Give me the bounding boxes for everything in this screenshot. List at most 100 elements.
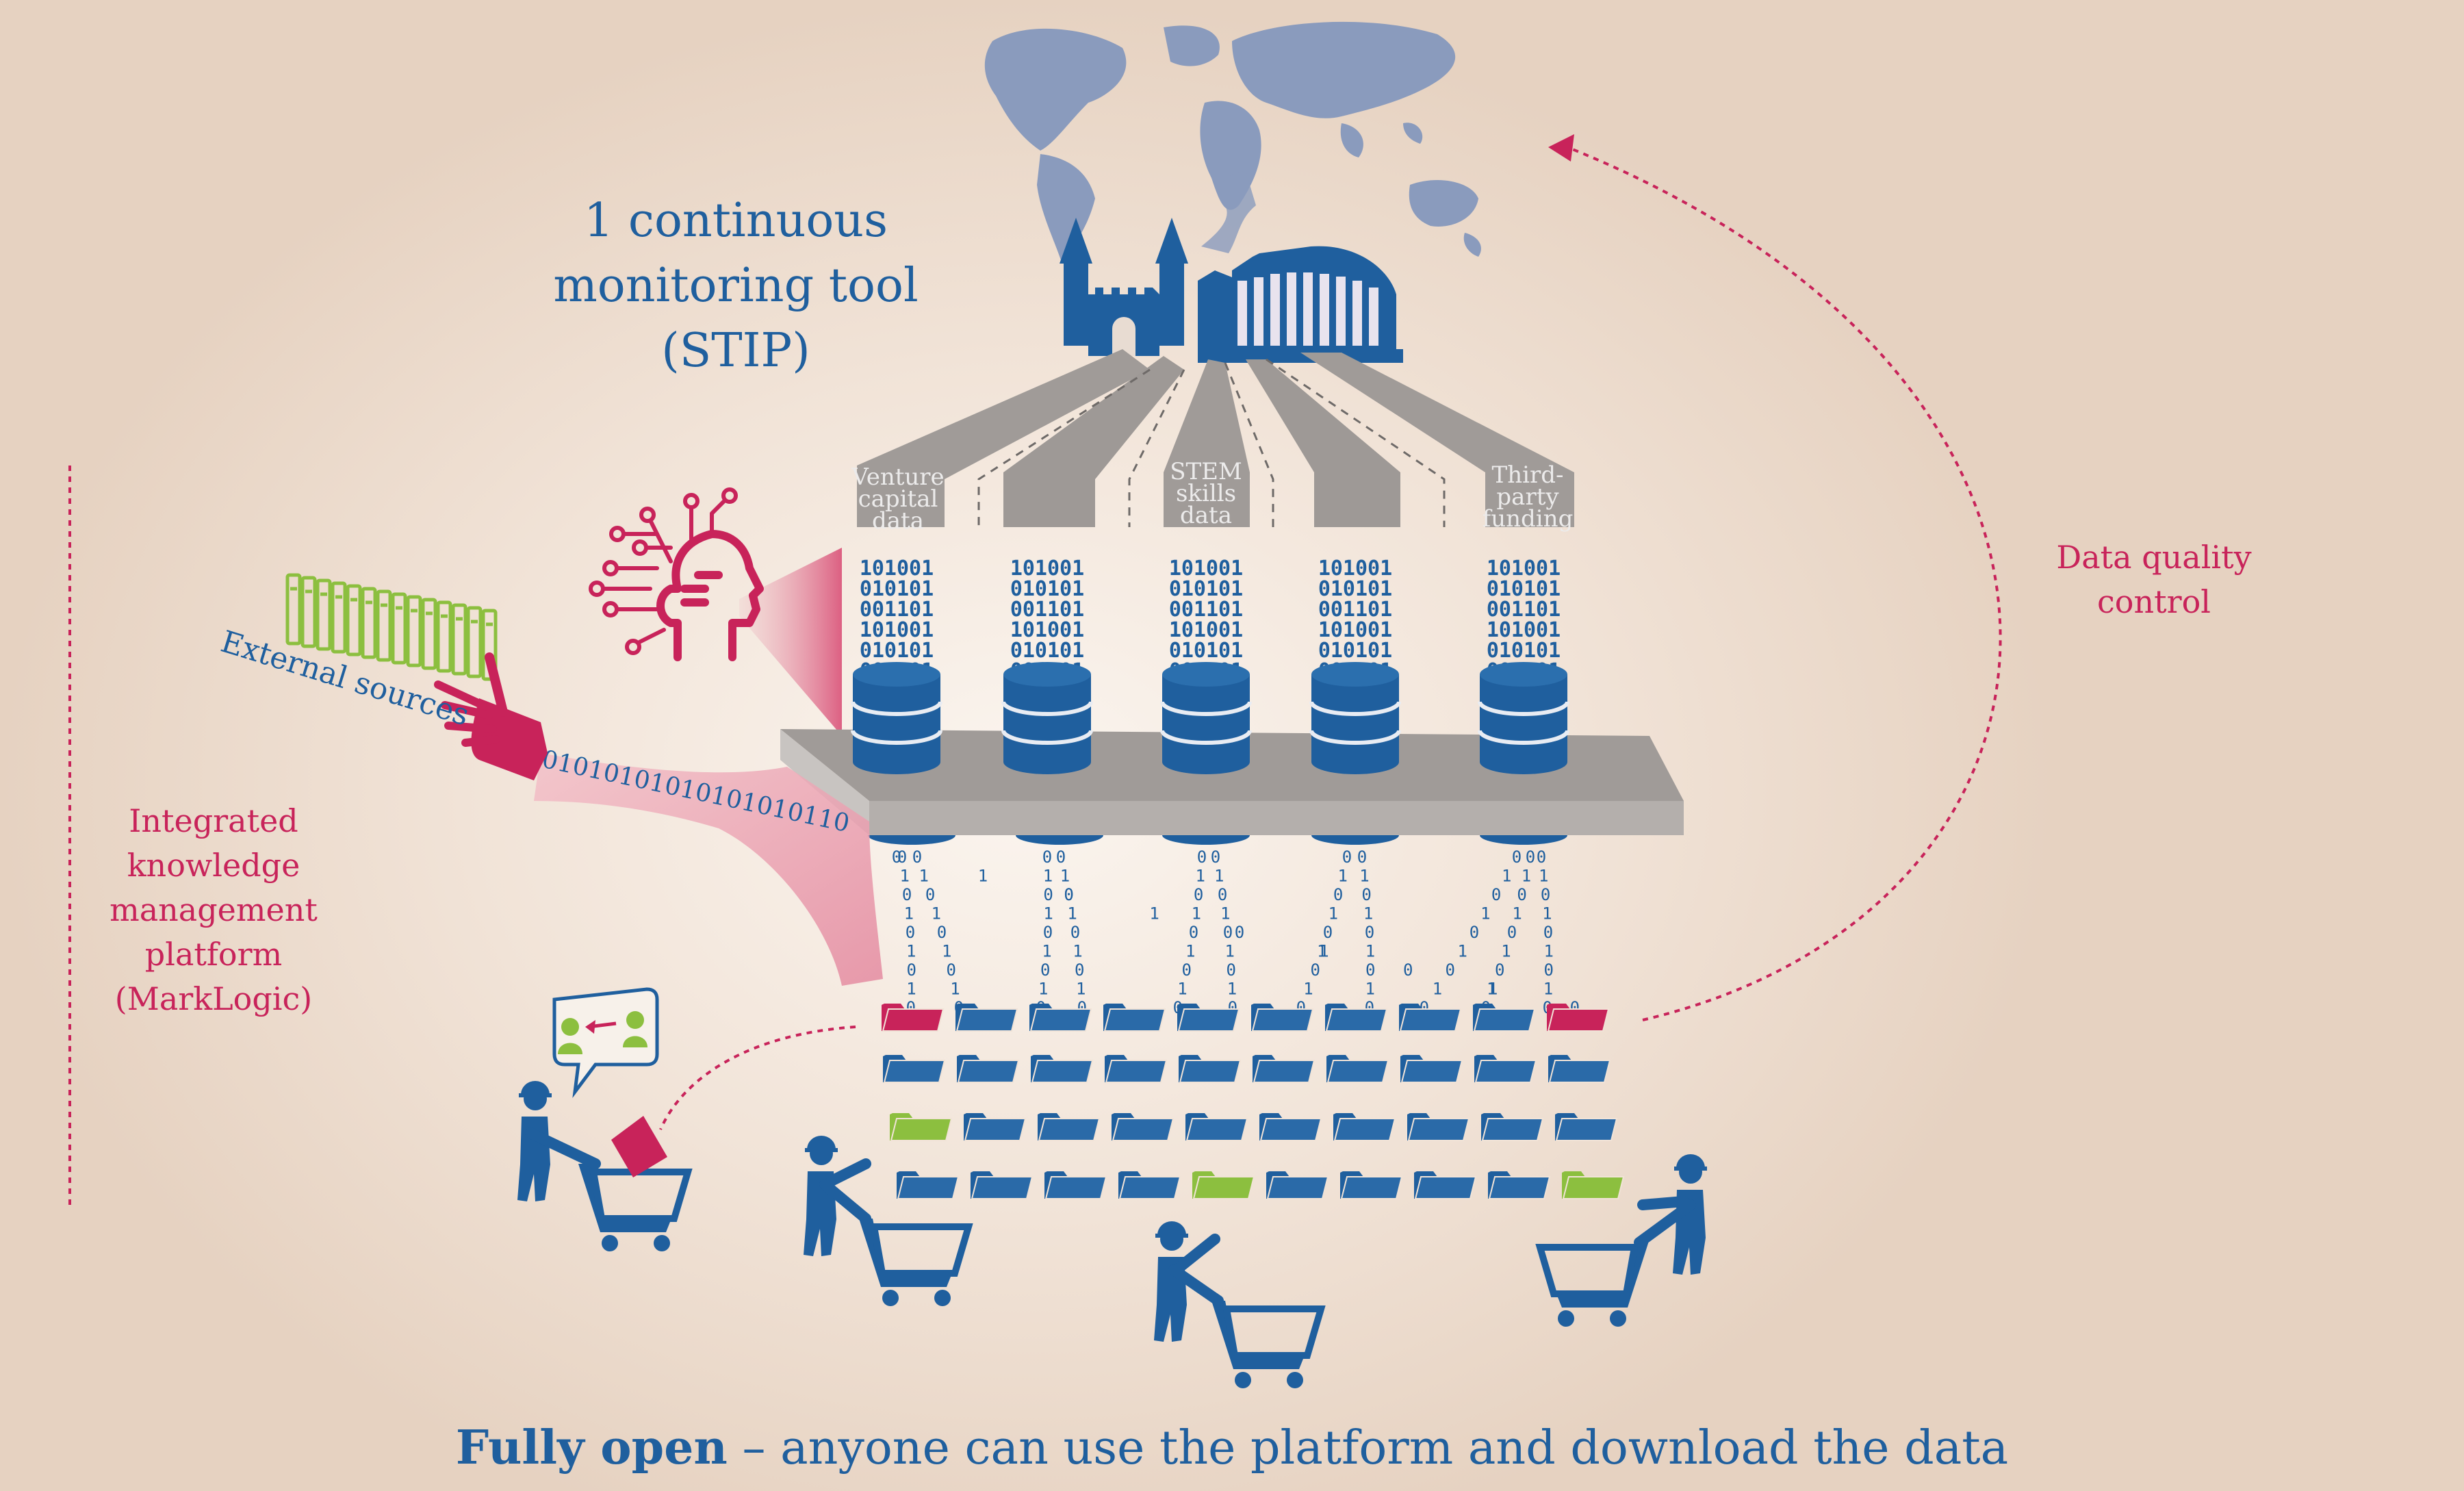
folder-icon (1325, 1004, 1388, 1032)
stream-digit: 1 (899, 867, 909, 886)
folder-icon (1548, 1055, 1611, 1083)
stream-digit: 1 (1192, 904, 1201, 923)
stream-digit: 0 (1361, 885, 1371, 904)
stream-digit: 0 (946, 960, 955, 980)
stream-digit: 0 (1042, 848, 1052, 867)
folder-icon (1031, 1055, 1094, 1083)
stream-digit: 1 (932, 904, 941, 923)
platform-line: management (110, 891, 318, 928)
folder-icon (955, 1004, 1018, 1032)
stream-digit: 0 (1357, 848, 1367, 867)
stream-digit: 1 (1359, 867, 1369, 886)
binary-line: 010101 (860, 639, 934, 663)
stream-digit: 0 (1043, 923, 1053, 942)
platform-line: knowledge (127, 847, 300, 884)
stream-digit: 0 (1226, 960, 1235, 980)
books-icon (285, 573, 498, 681)
stream-digit: 1 (1543, 942, 1553, 961)
platform-line: platform (145, 936, 282, 973)
folder-icon (1103, 1004, 1166, 1032)
stream-digit: 0 (937, 923, 947, 942)
source-label: data (1180, 502, 1232, 529)
database-icon (1480, 662, 1567, 774)
folder-icon (1326, 1055, 1389, 1083)
stream-digit: 1 (1501, 942, 1511, 961)
folder-icon (1473, 1004, 1536, 1032)
stream-digit: 0 (1470, 923, 1479, 942)
folder-icon (1118, 1171, 1181, 1199)
stream-digit: 0 (1070, 923, 1080, 942)
stream-digit: 1 (919, 867, 928, 886)
worker-with-cart-icon (1154, 1221, 1321, 1388)
world-map-icon (984, 21, 1481, 260)
source-label: Venture (851, 463, 944, 491)
book-icon (421, 598, 437, 670)
folder-icon (1253, 1055, 1316, 1083)
stream-digit: 1 (1067, 904, 1077, 923)
stream-digit: 0 (1323, 923, 1333, 942)
stream-digit: 0 (1194, 885, 1203, 904)
stream-digit: 1 (1337, 867, 1347, 886)
binary-line: 001101 (860, 598, 934, 622)
binary-line: 010101 (1318, 639, 1392, 663)
stream-digit: 0 (1064, 885, 1073, 904)
folder-icon (1192, 1171, 1255, 1199)
stream-digit: 1 (1317, 942, 1326, 961)
binary-line: 101001 (1010, 618, 1084, 642)
folder-icon (1251, 1004, 1314, 1032)
data-streams: 0101010100101010100101010100101010100101… (892, 848, 1580, 1017)
book-icon (406, 595, 422, 667)
binary-line: 101001 (1169, 618, 1243, 642)
title: 1 continuous monitoring tool (STIP) (553, 194, 918, 378)
stream-digit: 1 (1457, 942, 1467, 961)
stream-digit: 1 (1433, 980, 1442, 999)
stream-digit: 0 (1064, 885, 1073, 904)
folder-icon (1481, 1113, 1544, 1141)
stream-digit: 1 (1303, 980, 1313, 999)
folder-icon (1340, 1171, 1403, 1199)
quality-control-line: Data quality (2056, 539, 2251, 576)
stream-digit: 0 (1517, 885, 1526, 904)
binary-line: 101001 (1010, 557, 1084, 581)
folder-icon (1474, 1055, 1537, 1083)
stream-digit: 0 (1543, 960, 1553, 980)
stream-digit: 1 (950, 980, 960, 999)
stream-digit: 1 (1076, 980, 1086, 999)
book-icon (451, 603, 467, 676)
footer-caption: Fully open – anyone can use the platform… (456, 1420, 2008, 1475)
footer-bold: Fully open (456, 1420, 728, 1475)
binary-line: 010101 (1487, 577, 1561, 601)
stream-digit: 0 (1541, 885, 1550, 904)
source-label: STEM (1170, 458, 1242, 485)
stream-digit: 1 (1227, 980, 1237, 999)
worker-with-cart-icon (1540, 1154, 1707, 1327)
folder-icon (1488, 1171, 1551, 1199)
source-label: capital (858, 485, 938, 513)
factory-icon (1198, 246, 1403, 363)
stream-digit: 1 (1365, 980, 1374, 999)
folder-icon (1185, 1113, 1248, 1141)
book-icon (391, 592, 407, 665)
binary-line: 101001 (1487, 557, 1561, 581)
stream-digit: 0 (925, 885, 935, 904)
stream-digit: 1 (1319, 942, 1329, 961)
binary-line: 010101 (1169, 577, 1243, 601)
speech-bubble-icon (552, 987, 659, 1099)
stream-digit: 0 (1235, 923, 1244, 942)
binary-line: 010101 (1487, 639, 1561, 663)
binary-line: 101001 (860, 618, 934, 642)
platform-line: (MarkLogic) (115, 980, 312, 1017)
binary-line: 010101 (1010, 577, 1084, 601)
stream-digit: 1 (1539, 867, 1548, 886)
book-icon (331, 581, 347, 654)
folder-icon (1266, 1171, 1329, 1199)
stream-digit: 0 (1197, 848, 1207, 867)
binary-line: 010101 (1318, 577, 1392, 601)
book-icon (481, 609, 498, 681)
folder-icon (1177, 1004, 1240, 1032)
source-label: Third- (1492, 461, 1564, 489)
stream-digit: 0 (1445, 960, 1454, 980)
folder-icon (957, 1055, 1020, 1083)
stream-digit: 0 (902, 885, 912, 904)
stream-digit: 1 (1542, 904, 1552, 923)
